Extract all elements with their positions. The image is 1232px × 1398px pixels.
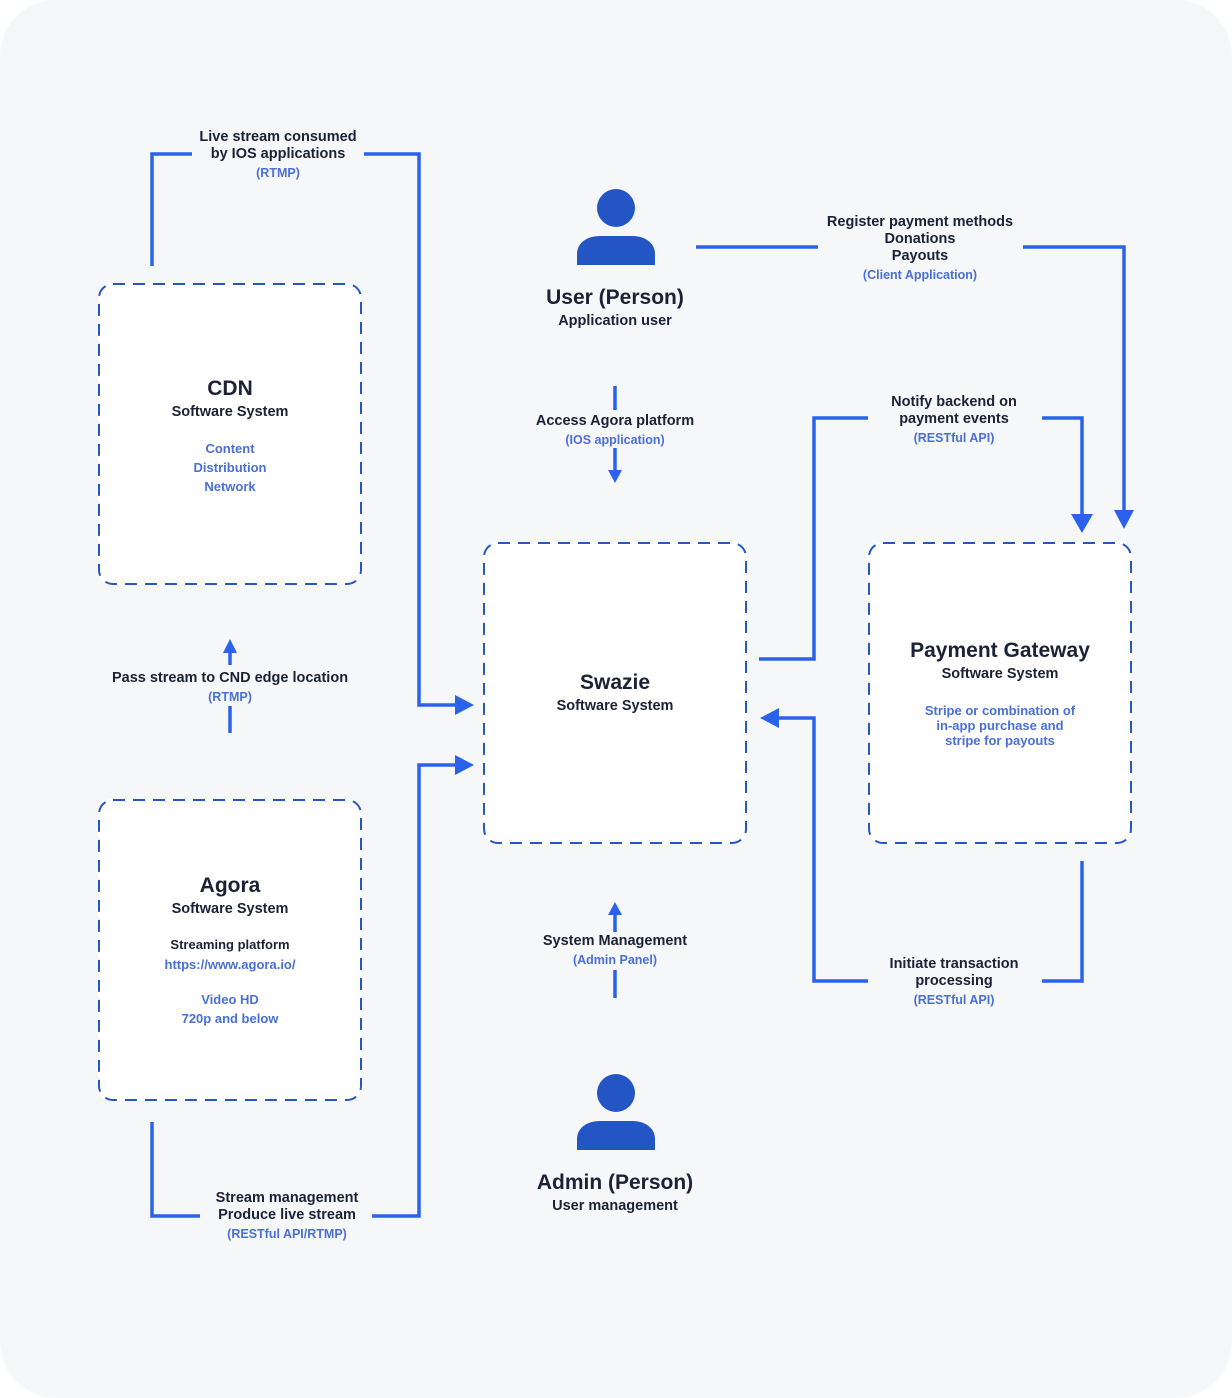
edge-protocol: (Admin Panel) bbox=[572, 953, 658, 967]
edge-label-line: Produce live stream bbox=[218, 1207, 356, 1223]
edge-protocol: (RESTful API) bbox=[913, 431, 995, 445]
cdn-description: Content Distribution Network bbox=[194, 439, 267, 496]
edge-label-line: Initiate transaction bbox=[889, 956, 1019, 972]
connector-stream-mgmt-2 bbox=[372, 763, 458, 1218]
connector-initiate bbox=[1042, 861, 1084, 983]
swazie-subtitle: Software System bbox=[556, 698, 674, 714]
dashed-border bbox=[98, 283, 362, 585]
dashed-border bbox=[868, 542, 1132, 844]
dashed-border bbox=[98, 799, 362, 1101]
connector-notify bbox=[759, 416, 868, 661]
connector-stream-mgmt bbox=[150, 1122, 200, 1218]
edge-label-live-stream: Live stream consumed by IOS applications… bbox=[199, 129, 356, 181]
edge-label-line: Register payment methods bbox=[826, 214, 1014, 230]
arrowhead-access bbox=[608, 470, 622, 483]
person-icon bbox=[577, 189, 655, 265]
dashed-border bbox=[483, 542, 747, 844]
agora-video-info: Video HD 720p and below bbox=[182, 990, 279, 1028]
edge-label-line: by IOS applications bbox=[210, 146, 346, 162]
arrowhead-notify bbox=[1071, 514, 1093, 533]
edge-label-system-mgmt: System Management (Admin Panel) bbox=[543, 933, 687, 968]
edge-label-pass-stream: Pass stream to CND edge location (RTMP) bbox=[112, 670, 348, 705]
admin-subtitle: User management bbox=[552, 1198, 678, 1214]
arrowhead-stream-mgmt bbox=[455, 755, 474, 775]
edge-label-line: Stream management bbox=[215, 1190, 359, 1206]
payment-desc-line: in-app purchase and bbox=[936, 718, 1064, 733]
edge-label-line: Live stream consumed bbox=[199, 129, 357, 145]
arrowhead-register bbox=[1114, 510, 1134, 529]
agora-description: Streaming platform bbox=[170, 937, 290, 952]
edge-label-line: Payouts bbox=[891, 248, 949, 264]
arrowhead-initiate bbox=[760, 708, 779, 728]
edge-label-notify: Notify backend on payment events (RESTfu… bbox=[891, 394, 1017, 446]
payment-desc-line: stripe for payouts bbox=[945, 733, 1055, 748]
agora-subtitle: Software System bbox=[171, 901, 289, 917]
payment-gateway-box[interactable] bbox=[868, 542, 1132, 844]
connector-live-stream bbox=[150, 152, 192, 266]
payment-title: Payment Gateway bbox=[910, 639, 1090, 662]
edge-label-register: Register payment methods Donations Payou… bbox=[827, 214, 1013, 283]
cdn-desc-line: Content bbox=[205, 441, 255, 456]
user-title: User (Person) bbox=[546, 286, 684, 309]
edge-label-access: Access Agora platform (IOS application) bbox=[536, 413, 694, 448]
arrowhead-pass-stream bbox=[223, 639, 237, 653]
edge-label-line: Access Agora platform bbox=[535, 413, 695, 429]
cdn-desc-line: Distribution bbox=[193, 460, 267, 475]
edge-label-line: Donations bbox=[884, 231, 956, 247]
agora-title: Agora bbox=[199, 874, 261, 897]
connector-initiate-2 bbox=[778, 716, 868, 983]
edge-protocol: (IOS application) bbox=[565, 433, 665, 447]
edge-protocol: (RTMP) bbox=[208, 690, 252, 704]
edge-label-initiate: Initiate transaction processing (RESTful… bbox=[890, 956, 1019, 1008]
agora-system-box[interactable] bbox=[98, 799, 362, 1101]
edge-protocol: (RESTful API) bbox=[913, 993, 995, 1007]
agora-video-line: Video HD bbox=[201, 992, 259, 1007]
arrowhead-live-stream bbox=[455, 695, 474, 715]
edge-protocol: (Client Application) bbox=[862, 268, 978, 282]
swazie-system-box[interactable] bbox=[483, 542, 747, 844]
swazie-title: Swazie bbox=[579, 671, 651, 694]
cdn-desc-line: Network bbox=[204, 479, 256, 494]
agora-video-line: 720p and below bbox=[181, 1011, 279, 1026]
payment-description: Stripe or combination of in-app purchase… bbox=[925, 703, 1075, 748]
edge-protocol: (RTMP) bbox=[256, 166, 300, 180]
edge-label-line: payment events bbox=[899, 411, 1009, 427]
edge-label-stream-mgmt: Stream management Produce live stream (R… bbox=[216, 1190, 359, 1242]
user-subtitle: Application user bbox=[558, 313, 672, 329]
agora-link[interactable]: https://www.agora.io/ bbox=[164, 957, 296, 972]
payment-desc-line: Stripe or combination of bbox=[924, 703, 1076, 718]
arrowhead-system-mgmt bbox=[608, 902, 622, 915]
edge-label-line: System Management bbox=[542, 933, 688, 949]
connector-live-stream-2 bbox=[364, 152, 458, 707]
edge-label-line: Pass stream to CND edge location bbox=[111, 670, 349, 686]
connector-notify-2 bbox=[1042, 416, 1084, 514]
edge-label-line: Notify backend on bbox=[891, 394, 1017, 410]
edge-protocol: (RESTful API/RTMP) bbox=[227, 1227, 347, 1241]
cdn-subtitle: Software System bbox=[171, 404, 289, 420]
cdn-system-box[interactable] bbox=[98, 283, 362, 585]
payment-subtitle: Software System bbox=[941, 666, 1059, 682]
edge-label-line: processing bbox=[915, 973, 993, 989]
person-icon bbox=[577, 1074, 655, 1150]
connector-register-2 bbox=[1023, 245, 1126, 512]
cdn-title: CDN bbox=[207, 377, 253, 400]
admin-title: Admin (Person) bbox=[536, 1171, 694, 1194]
